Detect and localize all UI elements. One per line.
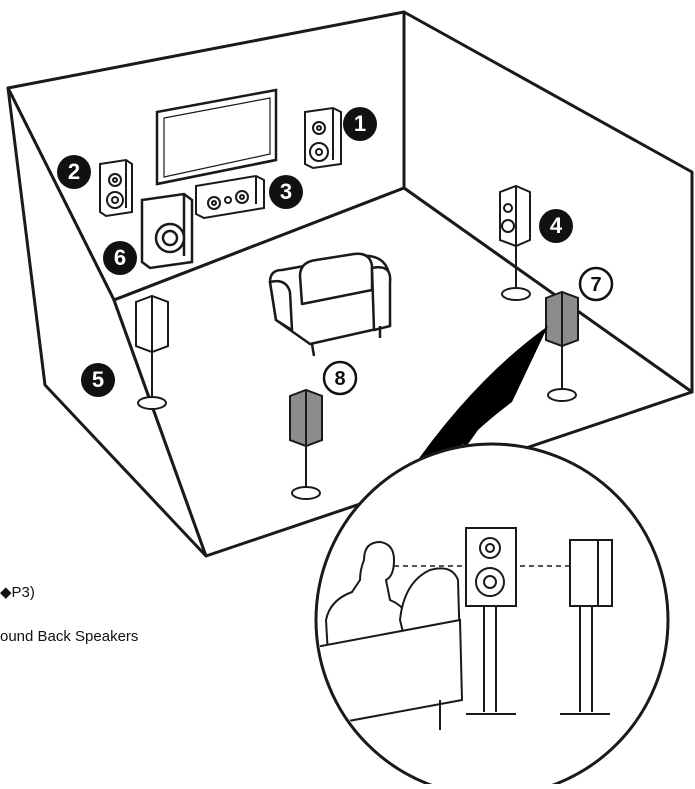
svg-text:5: 5 [92, 367, 104, 392]
callout-wedge-right [458, 326, 548, 458]
surround-left-speaker [135, 294, 169, 410]
svg-text:8: 8 [334, 368, 345, 390]
surround-back-speaker-right [545, 290, 579, 402]
zoom-circle [314, 442, 670, 789]
room-outline [6, 10, 694, 558]
caption-surround-back: ound Back Speakers [0, 628, 139, 645]
surround-right-speaker [499, 184, 531, 301]
marker-7: 7 [578, 266, 614, 302]
front-right-speaker [304, 106, 342, 170]
sofa [268, 252, 392, 357]
front-left-speaker [99, 158, 133, 218]
svg-text:6: 6 [114, 245, 126, 270]
svg-text:2: 2 [68, 159, 80, 184]
marker-2: 2 [57, 155, 91, 189]
subwoofer [140, 192, 194, 270]
marker-3: 3 [269, 175, 303, 209]
tv [155, 88, 278, 186]
svg-text:1: 1 [354, 111, 366, 136]
marker-4: 4 [539, 209, 573, 243]
caption-page-ref: ◆P3) [0, 584, 35, 601]
svg-text:7: 7 [590, 274, 601, 296]
marker-5: 5 [81, 363, 115, 397]
marker-1: 1 [343, 107, 377, 141]
surround-back-speaker-left [289, 388, 323, 500]
svg-text:4: 4 [550, 213, 563, 238]
svg-text:3: 3 [280, 179, 292, 204]
center-speaker [195, 174, 265, 220]
marker-8: 8 [322, 360, 358, 396]
marker-6: 6 [103, 241, 137, 275]
